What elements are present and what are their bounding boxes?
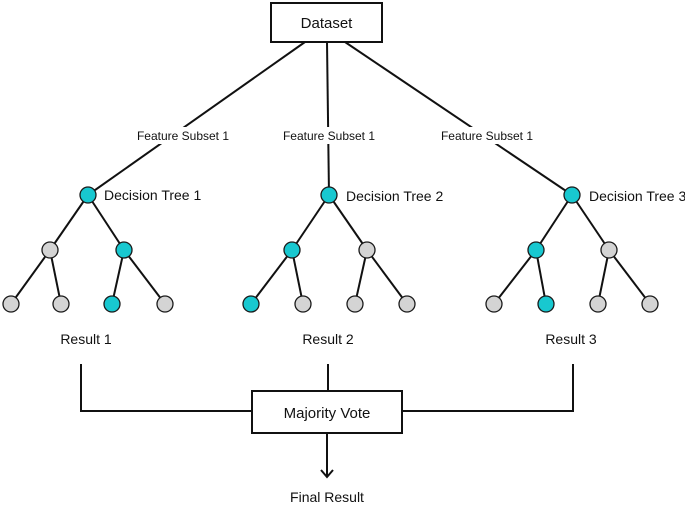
dataset-to-tree-3-edge bbox=[344, 41, 573, 196]
dataset-to-tree-1-edge bbox=[87, 41, 306, 196]
tree-3-leaf-node-3 bbox=[589, 295, 607, 313]
feature-subset-1-bg bbox=[135, 127, 231, 144]
tree-2-level1-node-1 bbox=[283, 241, 301, 259]
tree-1-edge-right-leaf-4 bbox=[123, 249, 166, 305]
result-1-label: Result 1 bbox=[60, 331, 112, 347]
tree-2-leaf-node-2 bbox=[294, 295, 312, 313]
tree-1-level1-node-2 bbox=[115, 241, 133, 259]
result-1-connector bbox=[80, 364, 252, 412]
tree-3-leaf-node-4 bbox=[641, 295, 659, 313]
feature-subset-2-bg bbox=[281, 127, 377, 144]
tree-2-edge-right-leaf-4 bbox=[366, 249, 408, 305]
result-3-label: Result 3 bbox=[545, 331, 597, 347]
tree-3-leaf-node-2 bbox=[537, 295, 555, 313]
tree-3-edge-root-right bbox=[571, 194, 610, 251]
tree-3-edge-root-left bbox=[535, 194, 573, 251]
tree-3-root-node bbox=[563, 186, 581, 204]
tree-2-leaf-node-3 bbox=[346, 295, 364, 313]
final-result-label: Final Result bbox=[290, 489, 364, 505]
tree-2-edge-left-leaf-1 bbox=[250, 249, 293, 305]
result-3-connector bbox=[402, 364, 574, 412]
decision-trees bbox=[2, 186, 659, 313]
tree-2-edge-left-leaf-2 bbox=[291, 249, 304, 305]
decision-tree-2-label: Decision Tree 2 bbox=[346, 188, 443, 204]
tree-1-leaf-node-1 bbox=[2, 295, 20, 313]
tree-1-leaf-node-2 bbox=[52, 295, 70, 313]
dataset-box-frame bbox=[270, 2, 383, 43]
tree-1-edge-right-leaf-3 bbox=[111, 249, 125, 305]
decision-tree-3-label: Decision Tree 3 bbox=[589, 188, 685, 204]
tree-1-edge-left-leaf-2 bbox=[49, 249, 62, 305]
tree-1-edge-left-leaf-1 bbox=[10, 249, 51, 305]
majority-vote-label: Majority Vote bbox=[284, 405, 371, 422]
tree-1-edge-root-left bbox=[49, 194, 89, 251]
tree-1-level1-node-1 bbox=[41, 241, 59, 259]
final-arrow bbox=[320, 433, 334, 479]
tree-3-edge-left-leaf-2 bbox=[535, 249, 547, 305]
tree-labels: Decision Tree 1 Decision Tree 2 Decision… bbox=[104, 187, 685, 204]
majority-vote-box: Majority Vote bbox=[251, 390, 403, 434]
tree-3-edge-right-leaf-4 bbox=[608, 249, 651, 305]
tree-1-root-node bbox=[79, 186, 97, 204]
dataset-to-tree-2-edge bbox=[326, 41, 330, 196]
dataset-box: Dataset bbox=[270, 2, 383, 43]
feature-subset-2-label: Feature Subset 1 bbox=[283, 129, 375, 143]
feature-subset-3-bg bbox=[439, 127, 535, 144]
tree-2-leaf-node-1 bbox=[242, 295, 260, 313]
feature-subset-1-label: Feature Subset 1 bbox=[137, 129, 229, 143]
tree-3-level1-node-1 bbox=[527, 241, 545, 259]
tree-2-edge-root-right bbox=[328, 194, 368, 251]
tree-3-leaf-node-1 bbox=[485, 295, 503, 313]
tree-2-edge-right-leaf-3 bbox=[354, 249, 368, 305]
feature-subset-labels: Feature Subset 1 Feature Subset 1 Featur… bbox=[135, 127, 535, 144]
tree-1-edge-root-right bbox=[87, 194, 125, 251]
tree-2-leaf-node-4 bbox=[398, 295, 416, 313]
result-labels: Result 1 Result 2 Result 3 bbox=[60, 331, 597, 347]
tree-3-edge-right-leaf-3 bbox=[597, 249, 610, 305]
tree-1-leaf-node-4 bbox=[156, 295, 174, 313]
tree-2-level1-node-2 bbox=[358, 241, 376, 259]
result-2-label: Result 2 bbox=[302, 331, 354, 347]
tree-2-edge-root-left bbox=[291, 194, 330, 251]
tree-3-edge-left-leaf-1 bbox=[493, 249, 537, 305]
aggregation-connectors bbox=[80, 364, 574, 412]
tree-1-leaf-node-3 bbox=[103, 295, 121, 313]
dataset-edges bbox=[87, 41, 573, 196]
tree-3-level1-node-2 bbox=[600, 241, 618, 259]
dataset-label: Dataset bbox=[301, 15, 354, 32]
tree-2-root-node bbox=[320, 186, 338, 204]
feature-subset-3-label: Feature Subset 1 bbox=[441, 129, 533, 143]
final-arrow-head bbox=[320, 469, 334, 479]
decision-tree-1-label: Decision Tree 1 bbox=[104, 187, 201, 203]
